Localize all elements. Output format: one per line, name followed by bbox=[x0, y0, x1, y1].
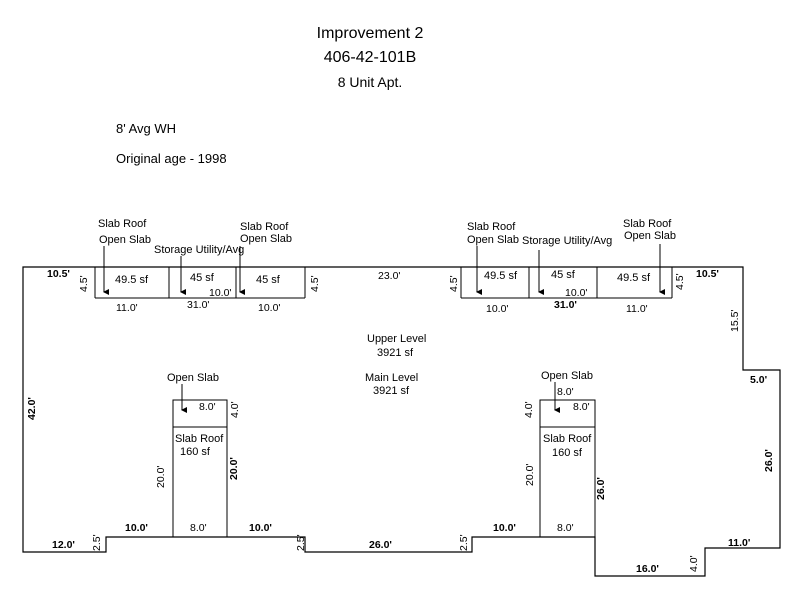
slab-roof-label-3: Slab Roof bbox=[467, 221, 516, 233]
dim-26-0-right: 26.0' bbox=[763, 449, 775, 472]
dim-10-5-right: 10.5' bbox=[696, 268, 719, 280]
area-45-left-2: 45 sf bbox=[256, 274, 281, 286]
open-slab-label-1: Open Slab bbox=[99, 234, 151, 246]
original-age-note: Original age - 1998 bbox=[116, 151, 227, 166]
upper-level-area: 3921 sf bbox=[377, 347, 414, 359]
dim-16-0: 16.0' bbox=[636, 563, 659, 575]
dim-42-0: 42.0' bbox=[26, 397, 38, 420]
dim-31-0-right: 31.0' bbox=[554, 299, 577, 311]
dim-11-0-right: 11.0' bbox=[626, 303, 648, 315]
title-block: Improvement 2 406-42-101B 8 Unit Apt. bbox=[0, 22, 740, 94]
dim-8-0-bottom-left: 8.0' bbox=[190, 522, 207, 534]
dim-10-0-right: 10.0' bbox=[486, 303, 508, 315]
dim-4-0-porch-right: 4.0' bbox=[523, 401, 535, 418]
dim-2-5-b: 2.5' bbox=[295, 534, 307, 551]
open-slab-label-4: Open Slab bbox=[624, 230, 676, 242]
right-slab-strip bbox=[460, 267, 673, 299]
dim-26-0-porch: 26.0' bbox=[595, 477, 607, 500]
open-slab-label-3: Open Slab bbox=[467, 234, 519, 246]
dim-20-0-left-a: 20.0' bbox=[155, 466, 167, 488]
dim-10-5-left: 10.5' bbox=[47, 268, 70, 280]
open-slab-label-6: Open Slab bbox=[541, 370, 593, 382]
open-slab-label-5: Open Slab bbox=[167, 372, 219, 384]
dim-10-0-bottom-1: 10.0' bbox=[125, 522, 148, 534]
area-45-right: 45 sf bbox=[551, 269, 576, 281]
dim-10-0-strip-left: 10.0' bbox=[209, 287, 231, 299]
dim-2-5-c: 2.5' bbox=[458, 534, 470, 551]
dim-23-0: 23.0' bbox=[378, 270, 400, 282]
area-49-5-left: 49.5 sf bbox=[115, 274, 149, 286]
dim-10-0-bottom-2: 10.0' bbox=[249, 522, 272, 534]
dim-8-0-bottom-right: 8.0' bbox=[557, 522, 574, 534]
slab-roof-label-1: Slab Roof bbox=[98, 218, 147, 230]
dim-26-0-bottom: 26.0' bbox=[369, 539, 392, 551]
dim-15-5: 15.5' bbox=[729, 310, 741, 332]
storage-utility-label-1: Storage Utility/Avg bbox=[154, 244, 244, 256]
dim-11-0-left: 11.0' bbox=[116, 302, 138, 314]
slab-roof-label-6: Slab Roof bbox=[543, 433, 592, 445]
open-slab-label-2: Open Slab bbox=[240, 233, 292, 245]
dim-8-0-porch-right: 8.0' bbox=[573, 401, 590, 413]
dim-4-5-left: 4.5' bbox=[78, 275, 90, 292]
upper-level-name: Upper Level bbox=[367, 333, 426, 345]
dim-10-0-strip-right: 10.0' bbox=[565, 287, 587, 299]
area-160-right: 160 sf bbox=[552, 447, 583, 459]
slab-roof-label-2: Slab Roof bbox=[240, 221, 289, 233]
dim-12-0: 12.0' bbox=[52, 539, 75, 551]
dim-10-0-bottom-3: 10.0' bbox=[493, 522, 516, 534]
area-49-5-right: 49.5 sf bbox=[484, 270, 518, 282]
dim-8-0-porch-left: 8.0' bbox=[199, 401, 216, 413]
left-slab-strip bbox=[94, 267, 306, 299]
storage-utility-label-2: Storage Utility/Avg bbox=[522, 235, 612, 247]
right-porch bbox=[539, 399, 596, 537]
improvement-title: Improvement 2 bbox=[316, 25, 424, 42]
wall-height-note: 8' Avg WH bbox=[116, 121, 177, 136]
parcel-number: 406-42-101B bbox=[323, 49, 417, 66]
building-description: 8 Unit Apt. bbox=[337, 74, 403, 90]
dim-11-0-bottom: 11.0' bbox=[728, 537, 750, 549]
dim-4-0-bottom: 4.0' bbox=[688, 555, 700, 572]
dim-20-0-right: 20.0' bbox=[524, 464, 536, 486]
main-level-area: 3921 sf bbox=[373, 385, 410, 397]
slab-roof-label-4: Slab Roof bbox=[623, 218, 672, 230]
main-level-name: Main Level bbox=[365, 372, 418, 384]
dim-10-0-left: 10.0' bbox=[258, 302, 280, 314]
label-arrows bbox=[103, 244, 665, 413]
notes-block: 8' Avg WH Original age - 1998 bbox=[116, 114, 227, 174]
dim-5-0: 5.0' bbox=[750, 374, 767, 386]
left-porch bbox=[172, 399, 228, 537]
dim-4-5-right: 4.5' bbox=[448, 275, 460, 292]
dim-4-0-porch-left: 4.0' bbox=[229, 401, 241, 418]
dim-20-0-left-b: 20.0' bbox=[228, 457, 240, 480]
area-49-5-right-2: 49.5 sf bbox=[617, 272, 651, 284]
dim-2-5-a: 2.5' bbox=[91, 534, 103, 551]
dim-4-5-left-2: 4.5' bbox=[309, 275, 321, 292]
area-160-left: 160 sf bbox=[180, 446, 211, 458]
dim-31-0-left: 31.0' bbox=[187, 299, 209, 311]
slab-roof-label-5: Slab Roof bbox=[175, 433, 224, 445]
area-45-left-1: 45 sf bbox=[190, 272, 215, 284]
dim-4-5-right-2: 4.5' bbox=[674, 273, 686, 290]
dim-8-0-porch-right-top: 8.0' bbox=[557, 386, 574, 398]
